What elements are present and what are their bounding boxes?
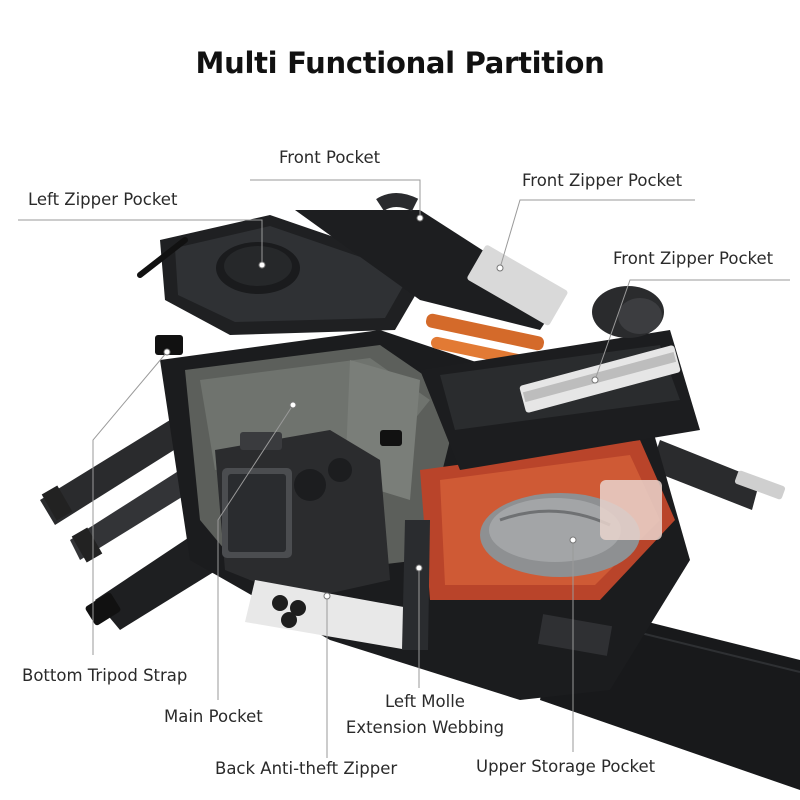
label-left-zipper-pocket: Left Zipper Pocket	[28, 190, 178, 209]
molle-webbing	[402, 520, 430, 650]
label-front-pocket: Front Pocket	[279, 148, 381, 167]
label-left-molle-webbing: Left Molle Extension Webbing	[340, 692, 510, 738]
camera	[215, 430, 390, 600]
label-upper-storage-pocket: Upper Storage Pocket	[476, 757, 656, 776]
label-back-anti-theft-zipper: Back Anti-theft Zipper	[215, 759, 398, 778]
label-left-molle-line1: Left Molle	[385, 692, 465, 711]
label-bottom-tripod-strap: Bottom Tripod Strap	[22, 666, 188, 685]
phone	[245, 580, 420, 650]
label-front-zipper-pocket-right: Front Zipper Pocket	[613, 249, 774, 268]
label-main-pocket: Main Pocket	[164, 707, 263, 726]
front-pocket-flap	[295, 210, 560, 330]
label-left-molle-line2: Extension Webbing	[345, 718, 505, 737]
tripod-bracket	[650, 440, 760, 510]
tripod-legs	[40, 420, 190, 563]
page-title: Multi Functional Partition	[195, 46, 605, 80]
leader-lines	[18, 179, 790, 758]
label-front-zipper-pocket-top: Front Zipper Pocket	[522, 171, 683, 190]
